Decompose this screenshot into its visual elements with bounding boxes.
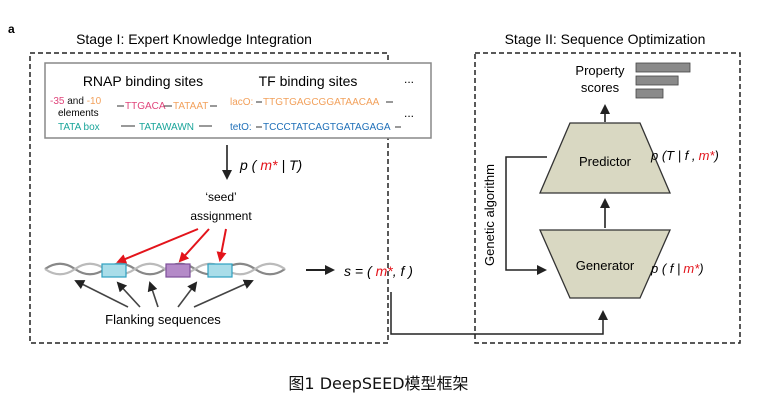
- property-label-2: scores: [581, 80, 620, 95]
- seed-formula: p (m*| T): [239, 157, 302, 173]
- stage1-title: Stage I: Expert Knowledge Integration: [76, 31, 312, 47]
- generator-block: [539, 229, 671, 299]
- figure-caption: 图1 DeepSEED模型框架: [288, 374, 469, 393]
- tf-header: TF binding sites: [259, 73, 358, 89]
- tata-box-label: TATA box: [58, 122, 100, 133]
- genetic-algorithm-label: Genetic algorithm: [482, 164, 497, 266]
- stage1-frame: [29, 52, 389, 344]
- s-to-generator-connector: [390, 292, 608, 335]
- ellipsis-top: ...: [404, 72, 414, 86]
- red-arrow-left: [116, 228, 199, 264]
- ellipsis-bottom: ...: [404, 106, 414, 120]
- minus35-minus10-label: -35 and -10: [50, 96, 102, 107]
- seq-tataat: TATAAT: [173, 101, 208, 112]
- teto-label: tetO:: [230, 122, 252, 133]
- panel-letter: a: [8, 22, 15, 36]
- property-score-bar: [635, 75, 679, 86]
- dna-helix: [44, 262, 286, 276]
- seq-ttgaca: TTGACA: [125, 101, 166, 112]
- elements-label: elements: [58, 108, 99, 119]
- genetic-algorithm-loop: [505, 156, 547, 275]
- teto-seq: TCCCTATCAGTGATAGAGA: [263, 122, 391, 133]
- predictor-label: Predictor: [579, 154, 632, 169]
- predictor-formula: p (T | f ,m*): [650, 148, 719, 163]
- motif-box-right: [207, 263, 233, 278]
- property-score-bar: [635, 62, 691, 73]
- seed-label-1: ‘seed’: [205, 190, 236, 204]
- motif-box-middle: [165, 263, 191, 278]
- flanking-label: Flanking sequences: [105, 312, 221, 327]
- property-score-bars: [635, 62, 691, 99]
- red-arrow-middle: [178, 228, 210, 263]
- red-arrow-right: [216, 228, 227, 262]
- motif-box-left: [101, 263, 127, 278]
- generator-formula: p ( f |m*): [650, 261, 704, 276]
- seq-tatawawn: TATAWAWN: [139, 122, 194, 133]
- predictor-block: [539, 122, 671, 194]
- rnap-header: RNAP binding sites: [83, 73, 203, 89]
- seed-label-2: assignment: [190, 209, 252, 223]
- property-label-1: Property: [575, 63, 625, 78]
- stage2-title: Stage II: Sequence Optimization: [505, 31, 706, 47]
- generator-label: Generator: [576, 258, 635, 273]
- stage2-frame: [474, 52, 741, 344]
- flanking-arrows: [74, 279, 254, 308]
- property-score-bar: [635, 88, 664, 99]
- laco-seq: TTGTGAGCGGATAACAA: [263, 97, 380, 108]
- laco-label: lacO:: [230, 97, 253, 108]
- expert-knowledge-box: [44, 62, 432, 139]
- s-formula: s = (m*, f ): [344, 263, 413, 279]
